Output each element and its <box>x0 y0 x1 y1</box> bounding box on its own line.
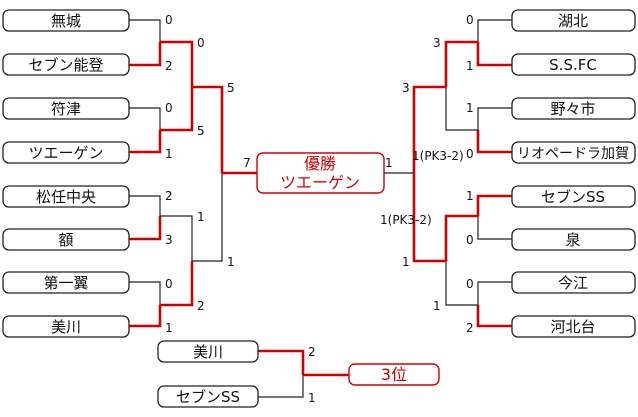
score-label: 0 <box>466 147 474 161</box>
score-label: 1 <box>466 59 474 73</box>
team-name: セブンSS <box>176 388 240 406</box>
team-name: 泉 <box>565 231 580 249</box>
team-name: 符津 <box>51 100 81 118</box>
score-label: 5 <box>227 81 235 95</box>
score-label: 2 <box>165 59 173 73</box>
team-name: 河北台 <box>550 318 595 336</box>
score-label: 1 <box>308 391 316 405</box>
team-name: セブンSS <box>541 188 605 206</box>
score-label: 1 <box>466 101 474 115</box>
team-box: 湖北 <box>511 9 636 32</box>
team-name: 松任中央 <box>36 188 96 206</box>
score-label: 1 <box>165 147 173 161</box>
left-team-list: 無城 セブン能登 符津 ツエーゲン 松任中央 額 第一翼 美川 <box>2 9 130 338</box>
score-label: 0 <box>165 13 173 27</box>
third-place-label-box: 3位 <box>348 363 440 386</box>
team-box: 松任中央 <box>2 185 130 208</box>
score-label: 1 <box>197 210 205 224</box>
champion-name: ツエーゲン <box>280 173 360 192</box>
score-label: 1 <box>402 255 410 269</box>
team-box: 泉 <box>511 228 636 251</box>
team-box: 今江 <box>511 271 636 294</box>
score-label: 1 <box>165 321 173 335</box>
champion-box: 優勝 ツエーゲン <box>256 152 385 194</box>
team-box: 額 <box>2 228 130 251</box>
score-label: 7 <box>243 156 251 170</box>
score-label: 1 <box>385 156 393 170</box>
team-name: 今江 <box>558 274 588 292</box>
score-label: 3 <box>433 36 441 50</box>
score-label: 3 <box>402 81 410 95</box>
team-box: 無城 <box>2 9 130 32</box>
third-place-match: 美川 セブンSS 2 1 3位 <box>157 340 440 408</box>
left-scores: 0 2 0 1 2 3 0 1 0 5 1 2 5 1 7 <box>165 13 251 335</box>
champion-title: 優勝 <box>304 154 336 173</box>
left-bracket-lines <box>129 19 257 328</box>
team-name: ツエーゲン <box>28 144 103 162</box>
team-name: セブン能登 <box>28 56 103 74</box>
score-label: 2 <box>197 299 205 313</box>
team-name: リオペードラ加賀 <box>517 146 629 162</box>
team-box: セブンSS <box>511 185 636 208</box>
team-name: 第一翼 <box>43 274 88 292</box>
team-box: 第一翼 <box>2 271 130 294</box>
third-place-label: 3位 <box>381 365 407 384</box>
team-box: 河北台 <box>511 315 636 338</box>
team-name: 美川 <box>193 343 223 361</box>
team-box: ツエーゲン <box>2 141 130 164</box>
score-label: 0 <box>466 277 474 291</box>
team-name: S.S.FC <box>549 56 597 74</box>
score-label: 3 <box>165 233 173 247</box>
team-name: 美川 <box>51 318 81 336</box>
team-box: セブンSS <box>157 385 259 408</box>
score-label: 0 <box>165 277 173 291</box>
score-label: 5 <box>197 124 205 138</box>
team-box: 符津 <box>2 97 130 120</box>
third-place-lines <box>258 349 349 398</box>
score-label: 2 <box>466 321 474 335</box>
team-box: 野々市 <box>511 97 636 120</box>
team-box: 美川 <box>2 315 130 338</box>
score-label: 2 <box>308 345 316 359</box>
score-label: 0 <box>466 13 474 27</box>
team-name: 額 <box>58 231 73 249</box>
score-label: 1(PK3-2) <box>412 149 464 163</box>
score-label: 1 <box>227 255 235 269</box>
score-label: 1 <box>466 189 474 203</box>
team-box: S.S.FC <box>511 53 636 76</box>
right-bracket-lines <box>384 19 512 328</box>
score-label: 1 <box>433 299 441 313</box>
score-label: 0 <box>197 36 205 50</box>
right-scores: 0 1 1 0 1 0 0 2 3 1(PK3-2) 1(PK3-2) 1 3 … <box>380 13 474 335</box>
team-name: 無城 <box>51 12 81 30</box>
score-label: 1(PK3-2) <box>380 213 432 227</box>
score-label: 0 <box>466 233 474 247</box>
team-box: セブン能登 <box>2 53 130 76</box>
team-box: 美川 <box>157 340 259 363</box>
score-label: 0 <box>165 101 173 115</box>
right-team-list: 湖北 S.S.FC 野々市 リオペードラ加賀 セブンSS 泉 今江 河北台 <box>511 9 636 338</box>
team-box: リオペードラ加賀 <box>511 141 636 164</box>
team-name: 湖北 <box>558 12 588 30</box>
team-name: 野々市 <box>550 100 595 118</box>
score-label: 2 <box>165 189 173 203</box>
